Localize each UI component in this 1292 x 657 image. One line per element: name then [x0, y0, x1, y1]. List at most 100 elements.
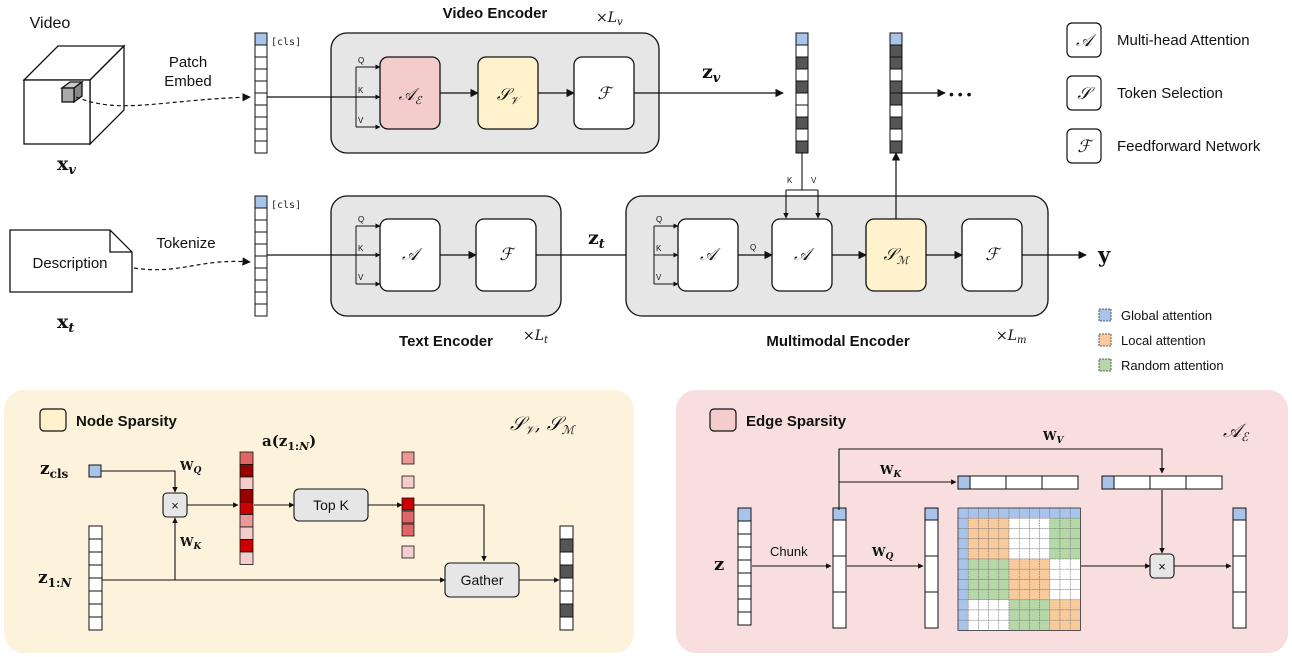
attention-matrix-cell: [957, 517, 969, 529]
edge-multiply-symbol: ×: [1158, 559, 1166, 574]
token: [795, 56, 809, 70]
attention-matrix-cell: [998, 599, 1010, 611]
token: [795, 44, 809, 58]
row-chunk: [1149, 475, 1187, 490]
ellipsis: • • •: [949, 86, 972, 102]
attention-matrix-cell: [1039, 538, 1051, 550]
token: [795, 92, 809, 106]
row-chunk: [1041, 475, 1079, 490]
attention-matrix-cell: [1039, 579, 1051, 590]
zv-token-column: [795, 32, 809, 154]
value-row: [1101, 475, 1223, 490]
attention-matrix-cell: [1069, 579, 1081, 590]
attention-matrix-cell: [978, 548, 989, 560]
z-cls-token: [88, 464, 102, 478]
token: [737, 572, 752, 587]
attention-matrix-cell: [978, 517, 989, 529]
mm-cross-attn-symbol: 𝒜: [794, 245, 815, 265]
token: [88, 590, 103, 605]
topk-selected-tokens: [401, 451, 415, 559]
attention-matrix-cell: [957, 568, 969, 580]
attention-matrix-cell: [1018, 548, 1030, 560]
mm-self-attn-symbol: 𝒜: [700, 245, 721, 265]
token: [737, 507, 752, 522]
token: [254, 279, 268, 293]
attention-matrix-cell: [967, 558, 979, 570]
row-chunk: [1005, 475, 1043, 490]
attention-matrix-cell: [1018, 528, 1030, 539]
edge-z-label: z: [714, 554, 724, 575]
attention-matrix-cell: [957, 599, 969, 611]
token: [737, 559, 752, 574]
token: [559, 577, 574, 592]
token: [737, 533, 752, 548]
gather-label: Gather: [461, 572, 504, 588]
text-v-label: V: [358, 273, 364, 282]
video-input-var: xv: [57, 153, 76, 178]
selected-score-cell: [401, 475, 415, 489]
token: [924, 507, 939, 521]
attention-matrix-cell: [988, 507, 1000, 519]
token: [889, 68, 903, 82]
selected-score-cell: [401, 523, 415, 537]
multimodal-encoder-title: Multimodal Encoder: [766, 333, 910, 350]
token: [795, 140, 809, 154]
row-chunk: [1185, 475, 1223, 490]
token: [254, 128, 268, 142]
attention-matrix-cell: [1008, 589, 1020, 601]
attention-matrix-cell: [998, 589, 1010, 601]
attention-matrix-cell: [1008, 507, 1020, 519]
attention-matrix-cell: [1049, 589, 1061, 601]
tokenize-label: Tokenize: [156, 235, 215, 252]
token: [254, 44, 268, 58]
attention-matrix-cell: [998, 517, 1010, 529]
attention-matrix-cell: [1059, 568, 1071, 580]
chunk-block: [832, 591, 847, 629]
token: [737, 546, 752, 561]
attention-matrix-cell: [1049, 599, 1061, 611]
kv-from-zv: [783, 152, 821, 219]
attention-matrix-cell: [998, 538, 1010, 550]
attention-matrix-cell: [988, 548, 1000, 560]
attention-matrix-cell: [1069, 558, 1081, 570]
token: [254, 68, 268, 82]
attention-matrix-cell: [978, 579, 989, 590]
token: [254, 255, 268, 269]
attention-matrix-cell: [957, 548, 969, 560]
attention-matrix-cell: [1008, 548, 1020, 560]
legend-symbol-glyph: ℱ: [1077, 137, 1094, 157]
attention-matrix-cell: [1039, 558, 1051, 570]
attention-matrix-cell: [988, 568, 1000, 580]
token: [559, 590, 574, 605]
attention-matrix-cell: [988, 609, 1000, 621]
video-qkv-fork: [355, 64, 381, 130]
mm-q-label: Q: [656, 215, 662, 224]
token: [254, 303, 268, 317]
token: [254, 92, 268, 106]
attention-matrix-cell: [1029, 568, 1040, 580]
token: [254, 219, 268, 233]
attention-matrix-cell: [998, 528, 1010, 539]
attention-matrix-cell: [1018, 517, 1030, 529]
text-input-var: xt: [57, 311, 74, 336]
attention-matrix-cell: [1039, 609, 1051, 621]
legend-swatch: [1098, 333, 1112, 347]
chunked-column: [832, 507, 847, 629]
attention-matrix-cell: [988, 528, 1000, 539]
attention-score-column: [239, 451, 254, 565]
selected-score-cell: [401, 510, 415, 524]
legend-label: Token Selection: [1117, 85, 1223, 102]
kv-k-label: K: [787, 176, 793, 185]
attention-matrix-cell: [967, 609, 979, 621]
description-label: Description: [32, 255, 107, 272]
edge-output-column: [1232, 507, 1247, 629]
attention-matrix-cell: [978, 528, 989, 539]
legend-label: Multi-head Attention: [1117, 32, 1250, 49]
selected-score-cell: [401, 545, 415, 559]
token: [889, 92, 903, 106]
multimodal-encoder-repeat: ×Lm: [996, 328, 1027, 346]
edge-sparsity-swatch: [709, 408, 737, 432]
attention-matrix-cell: [978, 568, 989, 580]
